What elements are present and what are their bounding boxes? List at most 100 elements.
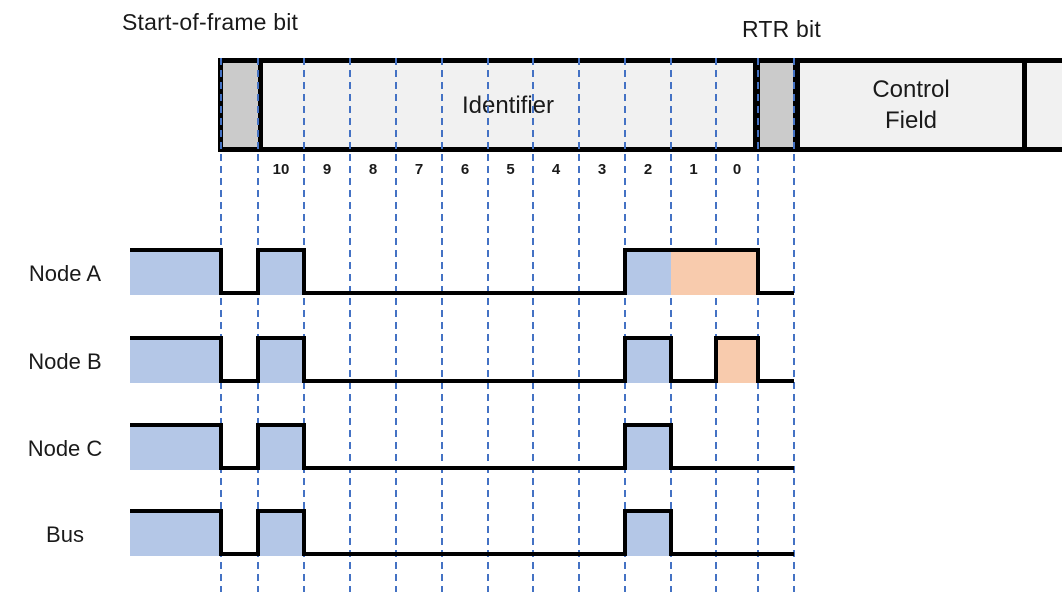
wave-edge — [669, 336, 673, 383]
bit-boundary-gridline — [793, 58, 795, 592]
wave-fill-blue — [258, 338, 304, 383]
wave-fill-blue — [130, 338, 221, 383]
wave-line-high — [130, 509, 221, 513]
wave-line-low — [671, 379, 716, 383]
control-field-label: Control Field — [872, 74, 949, 136]
wave-edge — [256, 336, 260, 383]
bit-boundary-gridline — [395, 58, 397, 592]
identifier-field-cell: Identifier — [263, 63, 753, 147]
bit-boundary-gridline — [220, 58, 222, 592]
wave-edge — [219, 248, 223, 295]
bit-number: 1 — [689, 161, 698, 178]
wave-edge — [756, 336, 760, 383]
wave-line-high — [130, 423, 221, 427]
wave-edge — [302, 336, 306, 383]
bit-boundary-gridline — [624, 58, 626, 592]
wave-line-low — [221, 291, 258, 295]
wave-fill-blue — [130, 425, 221, 470]
bit-number: 4 — [551, 161, 561, 178]
wave-fill-blue — [130, 250, 221, 295]
wave-edge — [669, 509, 673, 556]
bit-boundary-gridline — [715, 58, 717, 592]
wave-line-high — [258, 336, 304, 340]
wave-line-high — [625, 248, 671, 252]
wave-fill-blue — [258, 250, 304, 295]
rtr-bit-cell — [760, 63, 793, 147]
wave-edge — [256, 509, 260, 556]
bit-number: 10 — [272, 161, 290, 178]
bit-number: 3 — [597, 161, 607, 178]
wave-fill-blue — [258, 425, 304, 470]
wave-line-low — [221, 552, 258, 556]
wave-edge — [256, 248, 260, 295]
node-label: Node B — [28, 349, 102, 374]
wave-fill-orange — [716, 338, 758, 383]
wave-fill-blue — [625, 250, 671, 295]
bit-number: 8 — [368, 161, 378, 178]
rtr-bit-label: RTR bit — [742, 16, 821, 42]
wave-line-high — [625, 509, 671, 513]
wave-line-high — [625, 423, 671, 427]
wave-fill-blue — [625, 425, 671, 470]
wave-edge — [623, 336, 627, 383]
node-label: Node A — [28, 261, 102, 286]
bit-number: 5 — [506, 161, 515, 178]
wave-line-low — [221, 466, 258, 470]
wave-line-high — [625, 336, 671, 340]
bit-number: 6 — [460, 161, 470, 178]
wave-line-low — [758, 291, 794, 295]
bit-boundary-gridline — [487, 58, 489, 592]
wave-edge — [256, 423, 260, 470]
wave-fill-blue — [625, 338, 671, 383]
wave-edge — [623, 423, 627, 470]
wave-edge — [714, 336, 718, 383]
wave-line-high — [130, 248, 221, 252]
start-of-frame-bit-label: Start-of-frame bit — [122, 9, 299, 35]
bit-boundary-gridline — [257, 58, 259, 592]
bit-boundary-gridline — [670, 58, 672, 592]
wave-line-high — [130, 336, 221, 340]
wave-fill-blue — [258, 511, 304, 556]
wave-fill-orange — [671, 250, 758, 295]
bit-boundary-gridline — [303, 58, 305, 592]
next-field-cell — [1027, 63, 1062, 147]
control-field-label-line1: Control — [872, 76, 950, 103]
wave-line-low — [304, 552, 625, 556]
wave-edge — [219, 509, 223, 556]
control-field-label-line2: Field — [884, 107, 938, 134]
wave-line-high — [258, 509, 304, 513]
control-field-cell: Control Field — [800, 63, 1022, 147]
identifier-field-label: Identifier — [461, 91, 555, 119]
wave-fill-blue — [625, 511, 671, 556]
bit-boundary-gridline — [532, 58, 534, 592]
wave-edge — [302, 248, 306, 295]
wave-edge — [623, 248, 627, 295]
wave-edge — [623, 509, 627, 556]
bit-boundary-gridline — [757, 58, 759, 592]
wave-line-low — [304, 291, 625, 295]
wave-edge — [756, 248, 760, 295]
wave-line-low — [304, 379, 625, 383]
bit-number: 7 — [414, 161, 424, 178]
wave-line-low — [758, 379, 794, 383]
wave-edge — [669, 423, 673, 470]
sof-bit-cell — [223, 63, 258, 147]
bit-number: 0 — [732, 161, 742, 178]
wave-line-high — [258, 248, 304, 252]
wave-line-high — [671, 248, 758, 252]
wave-edge — [219, 423, 223, 470]
wave-edge — [302, 423, 306, 470]
bit-boundary-gridline — [578, 58, 580, 592]
node-label: Bus — [46, 522, 84, 547]
bit-boundary-gridline — [349, 58, 351, 592]
wave-line-low — [304, 466, 625, 470]
wave-line-high — [258, 423, 304, 427]
wave-fill-blue — [130, 511, 221, 556]
bit-number: 9 — [322, 161, 332, 178]
node-label: Node C — [27, 436, 103, 461]
wave-line-low — [671, 466, 794, 470]
wave-edge — [219, 336, 223, 383]
bit-boundary-gridline — [441, 58, 443, 592]
wave-edge — [302, 509, 306, 556]
